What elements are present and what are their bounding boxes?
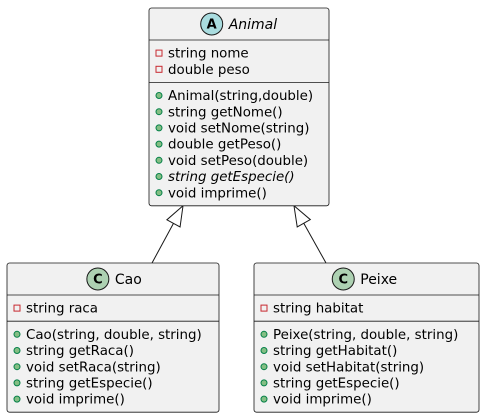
- public-marker-icon: [260, 330, 268, 338]
- class-frame: [148, 7, 330, 207]
- private-marker-icon: [13, 304, 21, 312]
- public-marker-icon: [13, 330, 21, 338]
- class-frame: [6, 262, 220, 413]
- public-marker-icon: [260, 379, 268, 387]
- public-marker-icon: [155, 156, 163, 164]
- method-text: void imprime(): [168, 186, 267, 201]
- public-marker-icon: [13, 379, 21, 387]
- method-text: string getHabitat(): [273, 344, 397, 359]
- public-marker-icon: [13, 395, 21, 403]
- method-text: void setPeso(double): [168, 154, 308, 169]
- field-text: string raca: [26, 302, 98, 317]
- stereotype-letter: A: [207, 18, 217, 33]
- public-marker-icon: [260, 395, 268, 403]
- inheritance-line: [151, 223, 174, 264]
- method-text: Peixe(string, double, string): [273, 328, 458, 343]
- method-text: void imprime(): [273, 393, 372, 408]
- stereotype-letter: C: [93, 273, 103, 288]
- stereotype-badge-icon: [200, 12, 224, 36]
- private-marker-icon: [155, 49, 163, 57]
- method-text: string getEspecie(): [273, 377, 400, 392]
- public-marker-icon: [155, 92, 163, 99]
- stereotype-badge-icon: [86, 267, 110, 291]
- public-marker-icon: [155, 173, 163, 180]
- method-text: Cao(string, double, string): [26, 328, 202, 343]
- field-text: string habitat: [273, 302, 363, 317]
- class-name: Animal: [228, 17, 278, 33]
- public-marker-icon: [155, 189, 163, 197]
- class-name: Cao: [115, 272, 142, 288]
- method-text: void imprime(): [26, 393, 125, 408]
- inheritance-edges: [151, 204, 327, 264]
- public-marker-icon: [13, 363, 21, 371]
- field-text: string nome: [168, 47, 249, 62]
- public-marker-icon: [13, 347, 21, 354]
- method-text: double getPeso(): [168, 138, 281, 153]
- stereotype-badge-icon: [331, 267, 355, 291]
- inheritance-line: [303, 223, 327, 264]
- class-name: Peixe: [360, 272, 397, 288]
- method-text: void setNome(string): [168, 122, 309, 137]
- class-frame: [253, 262, 480, 413]
- stereotype-letter: C: [338, 273, 348, 288]
- public-marker-icon: [260, 347, 268, 354]
- public-marker-icon: [155, 124, 163, 132]
- method-text: string getNome(): [168, 105, 283, 120]
- method-text: string getRaca(): [26, 344, 134, 359]
- field-text: double peso: [168, 63, 250, 78]
- method-text: Animal(string,double): [168, 89, 313, 104]
- inheritance-cao-animal: [151, 204, 184, 264]
- public-marker-icon: [155, 108, 163, 116]
- private-marker-icon: [260, 304, 268, 312]
- method-text: string getEspecie(): [168, 170, 295, 185]
- inheritance-arrowhead-icon: [166, 204, 184, 228]
- public-marker-icon: [260, 363, 268, 371]
- inheritance-arrowhead-icon: [293, 204, 312, 228]
- inheritance-peixe-animal: [293, 204, 327, 264]
- method-text: void setHabitat(string): [273, 360, 424, 375]
- public-marker-icon: [155, 140, 163, 148]
- method-text: void setRaca(string): [26, 360, 161, 375]
- private-marker-icon: [155, 65, 163, 73]
- method-text: string getEspecie(): [26, 377, 153, 392]
